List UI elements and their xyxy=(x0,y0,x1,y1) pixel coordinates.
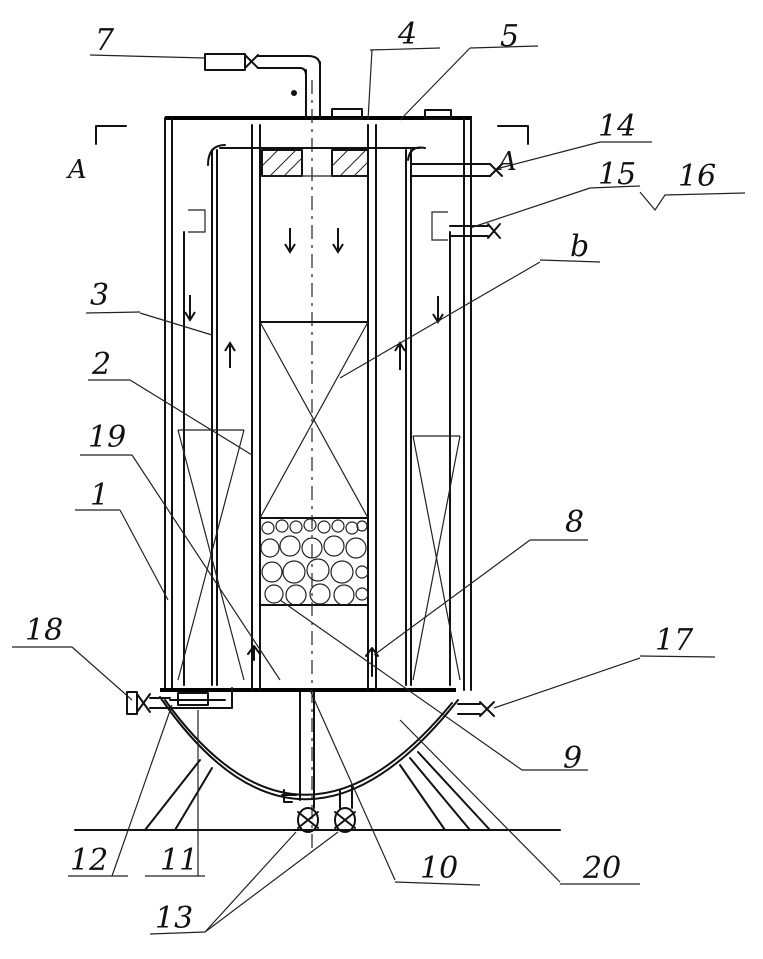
left-annulus xyxy=(177,144,245,686)
label-3: 3 xyxy=(90,278,109,313)
bottom-head xyxy=(74,696,561,831)
label-11: 11 xyxy=(160,843,198,878)
valve-14 xyxy=(411,163,503,177)
leader-lines xyxy=(12,45,746,935)
label-9: 9 xyxy=(563,741,582,776)
section-label-a-left: A xyxy=(66,155,87,185)
label-15: 15 xyxy=(598,157,636,192)
label-10: 10 xyxy=(420,851,458,886)
top-inlet-pipe-7 xyxy=(204,53,321,119)
label-18: 18 xyxy=(25,613,63,648)
label-12: 12 xyxy=(70,843,108,878)
packing-spheres xyxy=(260,518,369,606)
label-16: 16 xyxy=(678,159,716,194)
central-column xyxy=(219,80,421,848)
label-13: 13 xyxy=(155,901,193,936)
valve-18 xyxy=(126,687,233,715)
right-annulus xyxy=(405,146,461,686)
label-19: 19 xyxy=(88,420,126,455)
valve-15 xyxy=(449,223,501,239)
label-2: 2 xyxy=(91,347,111,382)
callout-labels: 7 4 5 14 15 16 b 3 2 19 1 8 18 17 9 12 1… xyxy=(25,17,716,936)
bottom-drains-13 xyxy=(281,691,356,833)
valve-17 xyxy=(457,701,495,717)
label-17: 17 xyxy=(655,623,694,658)
label-5: 5 xyxy=(500,19,519,54)
label-4: 4 xyxy=(397,17,417,52)
section-label-a-right: A xyxy=(496,147,517,177)
flow-arrows xyxy=(184,228,444,370)
label-1: 1 xyxy=(90,478,109,513)
label-b: b xyxy=(570,229,589,264)
label-8: 8 xyxy=(565,505,584,540)
section-marks xyxy=(95,125,529,145)
outer-vessel xyxy=(160,108,472,692)
label-7: 7 xyxy=(95,23,115,58)
label-20: 20 xyxy=(582,851,621,886)
nozzle-8 xyxy=(247,645,379,677)
label-14: 14 xyxy=(598,109,636,144)
